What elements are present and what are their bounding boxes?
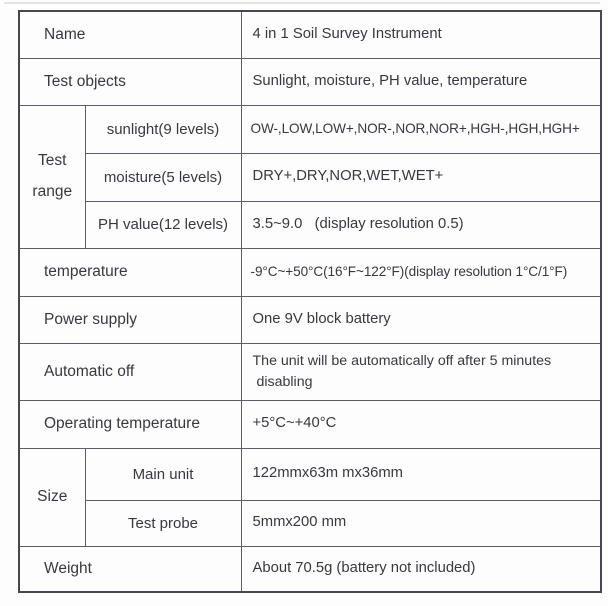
table-row: Automatic off The unit will be automatic… bbox=[18, 342, 602, 401]
table-row: moisture(5 levels) DRY+,DRY,NOR,WET,WET+ bbox=[19, 152, 602, 202]
row-value-main-unit: 122mmx63m mx36mm bbox=[240, 447, 602, 501]
row-value-moisture: DRY+,DRY,NOR,WET,WET+ bbox=[240, 152, 602, 202]
table-row: PH value(12 levels) 3.5~9.0 (display res… bbox=[19, 200, 602, 249]
row-value-sunlight: OW-,LOW,LOW+,NOR-,NOR,NOR+,HGH-,HGH,HGH+ bbox=[240, 104, 602, 154]
table-row: Operating temperature +5°C~+40°C bbox=[18, 399, 602, 449]
table-row: Test objects Sunlight, moisture, PH valu… bbox=[18, 57, 602, 106]
sub-label-main-unit: Main unit bbox=[84, 447, 242, 501]
row-value-test-objects: Sunlight, moisture, PH value, temperatur… bbox=[240, 57, 602, 106]
row-value-test-probe: 5mmx200 mm bbox=[240, 499, 602, 547]
row-value-name: 4 in 1 Soil Survey Instrument bbox=[240, 10, 602, 59]
row-value-operating-temperature: +5°C~+40°C bbox=[240, 399, 602, 449]
row-label-test-objects: Test objects bbox=[18, 57, 242, 106]
row-value-ph-value: 3.5~9.0 (display resolution 0.5) bbox=[240, 200, 602, 249]
row-value-temperature: -9°C~+50°C(16°F~122°F)(display resolutio… bbox=[240, 247, 602, 297]
table-row: Name 4 in 1 Soil Survey Instrument bbox=[18, 10, 602, 59]
table-row: temperature -9°C~+50°C(16°F~122°F)(displ… bbox=[18, 247, 602, 297]
table-row: Test probe 5mmx200 mm bbox=[19, 499, 602, 547]
row-label-automatic-off: Automatic off bbox=[18, 342, 242, 401]
row-value-power-supply: One 9V block battery bbox=[240, 295, 602, 344]
table-row: Test range sunlight(9 levels) OW-,LOW,LO… bbox=[18, 104, 602, 249]
table-row: Size Main unit 122mmx63m mx36mm bbox=[18, 447, 602, 547]
sub-label-test-probe: Test probe bbox=[84, 499, 242, 547]
sub-label-moisture: moisture(5 levels) bbox=[84, 152, 242, 202]
row-value-weight: About 70.5g (battery not included) bbox=[240, 545, 602, 593]
spec-table: Name 4 in 1 Soil Survey Instrument Test … bbox=[18, 10, 603, 593]
sub-label-ph-value: PH value(12 levels) bbox=[84, 200, 242, 249]
group-label-size: Size bbox=[18, 447, 86, 547]
row-label-power-supply: Power supply bbox=[18, 295, 242, 344]
row-value-automatic-off: The unit will be automatically off after… bbox=[240, 342, 602, 401]
sub-label-sunlight: sunlight(9 levels) bbox=[84, 104, 242, 154]
row-label-name: Name bbox=[18, 10, 242, 59]
group-label-test-range: Test range bbox=[18, 104, 86, 249]
photo-edge-artifact bbox=[4, 2, 600, 4]
table-row: Power supply One 9V block battery bbox=[18, 295, 602, 344]
row-label-operating-temperature: Operating temperature bbox=[18, 399, 242, 449]
table-row: Weight About 70.5g (battery not included… bbox=[18, 545, 602, 593]
row-label-weight: Weight bbox=[18, 545, 242, 593]
row-label-temperature: temperature bbox=[18, 247, 242, 297]
